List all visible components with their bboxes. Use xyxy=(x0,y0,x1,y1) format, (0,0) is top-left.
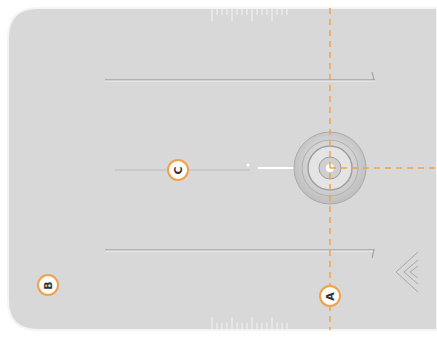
callout-letter: C xyxy=(172,166,183,174)
groove-end xyxy=(372,72,374,80)
callout-circle: B xyxy=(37,274,59,296)
groove-highlight xyxy=(105,81,375,82)
groove xyxy=(105,80,375,81)
callout-letter: B xyxy=(42,281,53,289)
dot xyxy=(247,164,250,167)
callout-circle: C xyxy=(167,159,189,181)
groove-highlight xyxy=(105,251,375,252)
top-ruler xyxy=(212,9,287,21)
center-line xyxy=(330,167,437,169)
callout-letter: A xyxy=(324,292,335,301)
groove-end xyxy=(372,250,374,258)
bottom-ruler xyxy=(212,317,287,329)
corner-icon xyxy=(396,252,418,292)
plate xyxy=(8,8,437,330)
callout-circle: A xyxy=(319,285,341,307)
center-line xyxy=(329,8,331,330)
groove xyxy=(105,250,375,251)
